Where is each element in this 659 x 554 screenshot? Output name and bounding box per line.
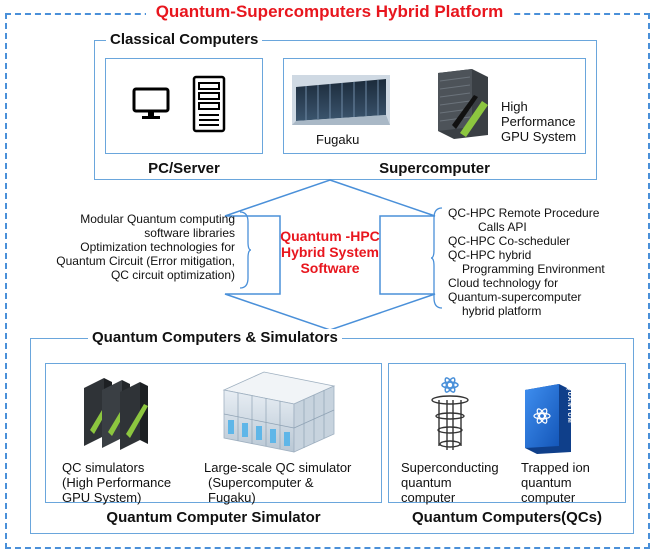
page-title-text: Quantum-Supercomputers Hybrid Platform xyxy=(145,2,514,21)
qc-sim-line1: QC simulators xyxy=(62,460,145,475)
qc-sim-line3: GPU System) xyxy=(62,490,142,505)
left-notes: Modular Quantum computing software libra… xyxy=(50,212,235,282)
right-note-6: Cloud technology for xyxy=(448,276,559,290)
ion-device-text: QUANTUM xyxy=(566,386,572,424)
monitor-icon xyxy=(132,87,170,119)
ion-line2: quantum xyxy=(521,475,572,490)
left-note-1: Modular Quantum computing xyxy=(80,212,235,226)
right-brace xyxy=(430,207,443,309)
right-note-7: Quantum-supercomputer xyxy=(448,290,582,304)
hybrid-title-line2: Hybrid System xyxy=(280,244,380,260)
large-sim-line1: Large-scale QC simulator xyxy=(204,460,352,475)
large-scale-simulator-image xyxy=(222,371,336,453)
hybrid-title-line3: Software xyxy=(300,260,360,276)
right-note-5: Programming Environment xyxy=(462,262,605,276)
right-note-4: QC-HPC hybrid xyxy=(448,248,532,262)
right-notes: QC-HPC Remote Procedure Calls API QC-HPC… xyxy=(448,206,648,318)
quantum-computers-heading: Quantum Computers(QCs) xyxy=(411,509,602,526)
left-note-5: QC circuit optimization) xyxy=(110,268,235,282)
superconducting-label: Superconducting quantum computer xyxy=(401,460,499,505)
supercomputer-box: Fugaku High Performance GPU System xyxy=(283,58,586,154)
hybrid-software-title: Quantum -HPC Hybrid System Software xyxy=(280,228,380,276)
quantum-computer-simulator-heading: Quantum Computer Simulator xyxy=(106,509,321,526)
right-note-2: Calls API xyxy=(478,220,527,234)
large-sim-line2: (Supercomputer & xyxy=(208,475,314,490)
fugaku-image xyxy=(292,75,390,125)
large-sim-line3: Fugaku) xyxy=(208,490,256,505)
ion-line3: computer xyxy=(521,490,576,505)
qc-box: QUANTUM Superconducting quantum computer… xyxy=(388,363,626,505)
hybrid-title-line1: Quantum -HPC xyxy=(280,228,380,244)
qc-simulator-gpu-image xyxy=(84,378,148,450)
sc-line2: quantum xyxy=(401,475,452,490)
pc-server-box xyxy=(105,58,263,154)
right-note-1: QC-HPC Remote Procedure xyxy=(448,206,600,220)
sc-line3: computer xyxy=(401,490,456,505)
server-tower-icon xyxy=(192,75,226,133)
trapped-ion-qc-image xyxy=(525,384,571,454)
left-brace xyxy=(239,211,252,289)
superconducting-qc-image xyxy=(431,377,469,450)
gpu-system-label: High Performance GPU System xyxy=(501,99,576,144)
qc-sim-line2: (High Performance xyxy=(62,475,172,490)
supercomputer-label: Supercomputer xyxy=(379,160,490,177)
gpu-server-image xyxy=(438,69,488,139)
left-note-2: software libraries xyxy=(144,226,235,240)
left-note-4: Quantum Circuit (Error mitigation, xyxy=(56,254,235,268)
quantum-heading: Quantum Computers & Simulators xyxy=(88,329,342,346)
gpu-label-line3: GPU System xyxy=(501,129,577,144)
fugaku-label: Fugaku xyxy=(316,132,360,147)
pc-server-label: PC/Server xyxy=(148,160,220,177)
qc-simulators-label: QC simulators (High Performance GPU Syst… xyxy=(62,460,171,505)
classical-computers-heading: Classical Computers xyxy=(106,31,263,48)
sc-line1: Superconducting xyxy=(401,460,499,475)
left-note-3: Optimization technologies for xyxy=(80,240,235,254)
ion-line1: Trapped ion xyxy=(521,460,590,475)
right-note-3: QC-HPC Co-scheduler xyxy=(448,234,571,248)
gpu-label-line1: High xyxy=(501,99,528,114)
gpu-label-line2: Performance xyxy=(501,114,576,129)
page-title: Quantum-Supercomputers Hybrid Platform xyxy=(0,2,659,22)
right-note-8: hybrid platform xyxy=(462,304,542,318)
large-scale-simulator-label: Large-scale QC simulator (Supercomputer … xyxy=(204,460,351,505)
simulator-box: QC simulators (High Performance GPU Syst… xyxy=(45,363,382,505)
trapped-ion-label: Trapped ion quantum computer xyxy=(521,460,590,505)
